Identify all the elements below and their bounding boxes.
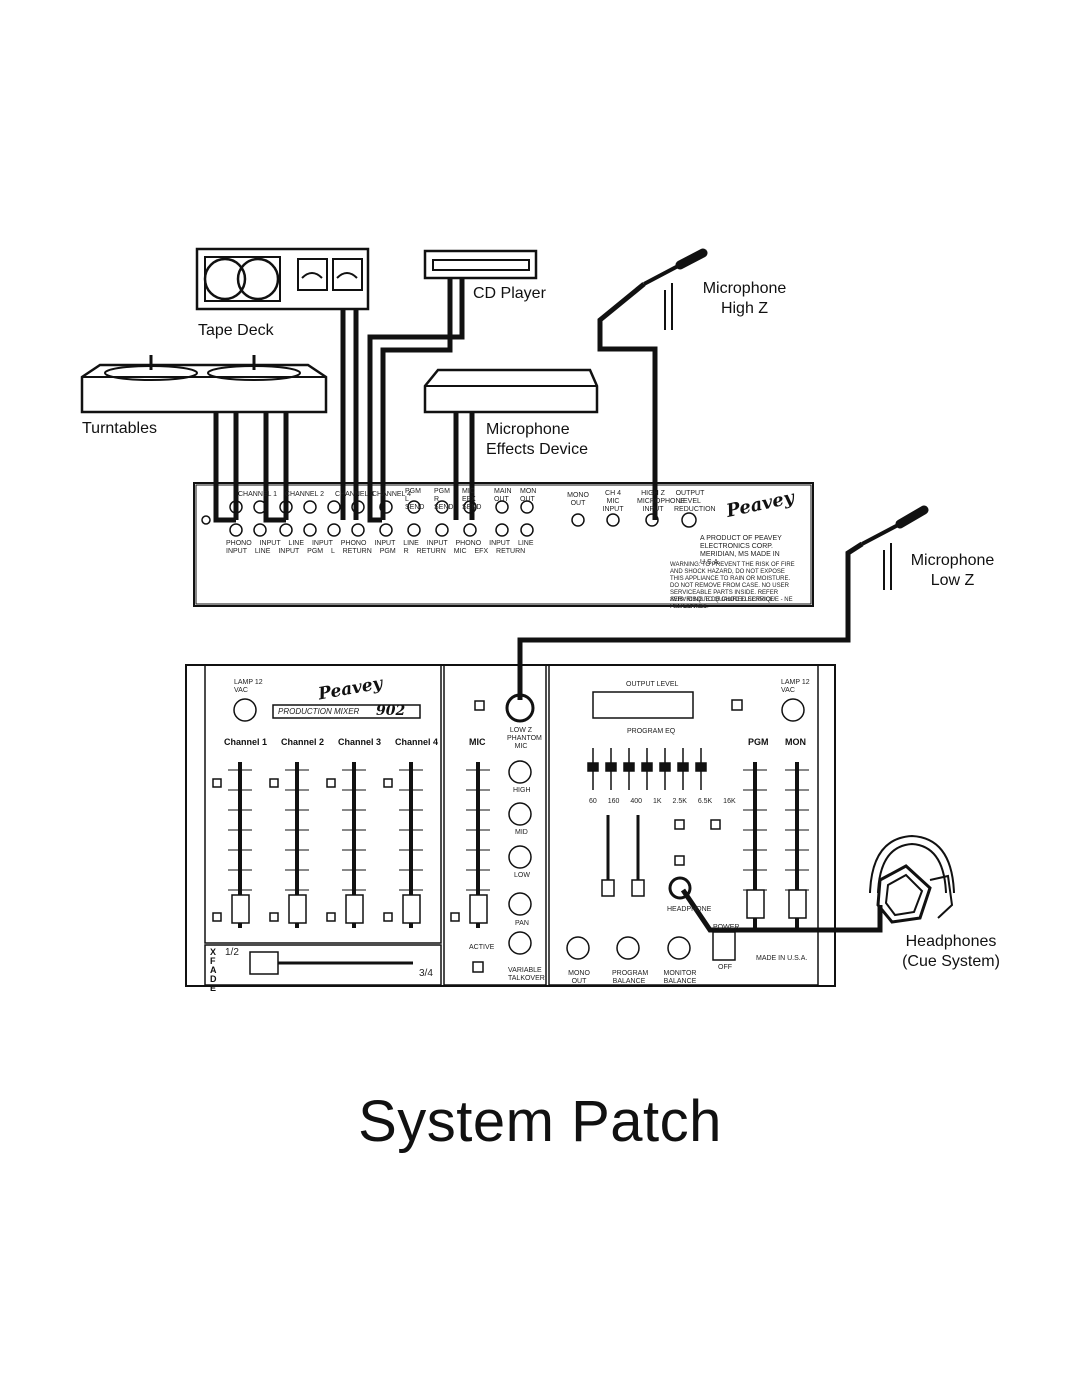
- rear-pgm-r-send: PGM R SEND: [434, 488, 454, 511]
- mic-label: MIC: [469, 737, 486, 747]
- microphone-low-z: [861, 505, 929, 590]
- model-name: PRODUCTION MIXER: [278, 707, 360, 716]
- rear-channel-1: CHANNEL 1: [238, 491, 278, 498]
- rear-panel: [193, 482, 814, 607]
- low-z-label: LOW Z PHANTOM MIC: [507, 727, 542, 750]
- rear-warning: WARNING: TO PREVENT THE RISK OF FIRE AND…: [670, 562, 795, 610]
- rear-product-note: A PRODUCT OF PEAVEY ELECTRONICS CORP. ME…: [700, 535, 782, 566]
- rear-channel-3: CHANNEL 3: [335, 491, 375, 498]
- mixer-front: [185, 664, 836, 987]
- pgm-label: PGM: [748, 737, 769, 747]
- channel-4-label: Channel 4: [395, 737, 439, 747]
- eq-bands: 60 160 400 1K 2.5K 6.5K 16K: [589, 798, 736, 805]
- rear-mono-out: MONO OUT: [567, 492, 589, 507]
- headphones-label: Headphones: [905, 933, 997, 950]
- mic-knob-pan: PAN: [515, 920, 529, 927]
- cd-player-label: CD Player: [473, 285, 546, 302]
- mic-knob-high: HIGH: [513, 787, 531, 794]
- microphone-high-z: [643, 248, 708, 330]
- rear-pgm-l-send: PGM L SEND: [405, 488, 425, 511]
- variable-talkover-label: VARIABLE TALKOVER: [508, 967, 545, 982]
- power-label: POWER: [713, 924, 740, 931]
- monitor-balance-label: MONITOR BALANCE: [663, 970, 697, 985]
- page-title: System Patch: [358, 1089, 722, 1154]
- off-label: OFF: [718, 964, 732, 971]
- program-eq-label: PROGRAM EQ: [627, 728, 676, 735]
- model-number: 902: [376, 703, 406, 719]
- channel-3-label: Channel 3: [338, 737, 382, 747]
- made-in-label: MADE IN U.S.A.: [756, 955, 808, 962]
- lamp-label-right: LAMP 12 VAC: [781, 679, 810, 694]
- channel-2-label: Channel 2: [281, 737, 325, 747]
- headphone-label: HEADPHONE: [667, 906, 712, 913]
- rear-avis: AVIS: RISQUE DE CHOC ELECTRIQUE - NE PAS…: [670, 597, 793, 610]
- patch-cables: [213, 278, 883, 933]
- effects-mic-label: Microphone: [486, 421, 570, 438]
- rear-main-out: MAIN OUT: [494, 488, 512, 503]
- rear-mon-out: MON OUT: [520, 488, 537, 503]
- channel-1-label: Channel 1: [224, 737, 268, 747]
- mic-low-z-sub-label: Low Z: [930, 572, 975, 589]
- tape-deck: [195, 247, 370, 311]
- headphones: [869, 834, 955, 924]
- rear-channel-2: CHANNEL 2: [285, 491, 325, 498]
- active-label: ACTIVE: [469, 944, 495, 951]
- turntables-label: Turntables: [82, 420, 157, 437]
- rear-channel-4: CHANNEL 4: [372, 491, 412, 498]
- rear-high-z-input: HIGH Z MICROPHONE INPUT: [637, 490, 686, 513]
- program-balance-label: PROGRAM BALANCE: [612, 970, 649, 985]
- xfade-left: 1/2: [225, 947, 239, 958]
- xfade-label: X F A D E: [210, 947, 217, 993]
- cd-player: [423, 249, 538, 280]
- effects-device-label: Effects Device: [486, 441, 588, 458]
- mic-knob-mid: MID: [515, 829, 528, 836]
- rear-mic-efx-send: MIC EFX SEND: [462, 488, 482, 511]
- turntables: [80, 355, 328, 414]
- output-level-label: OUTPUT LEVEL: [626, 681, 679, 688]
- mic-low-z-label: Microphone: [910, 552, 995, 569]
- tape-deck-label: Tape Deck: [198, 322, 274, 339]
- headphones-sub-label: (Cue System): [902, 953, 1000, 970]
- effects-device: [423, 368, 599, 414]
- rear-output-level-reduction: OUTPUT LEVEL REDUCTION: [674, 490, 716, 513]
- mic-high-z-label: Microphone: [702, 280, 787, 297]
- xfade-right: 3/4: [419, 968, 433, 979]
- mono-out-knob-label: MONO OUT: [568, 970, 590, 985]
- mic-knob-low: LOW: [514, 872, 530, 879]
- rear-ch4-mic-input: CH 4 MIC INPUT: [602, 490, 624, 513]
- mic-high-z-sub-label: High Z: [720, 300, 769, 317]
- lamp-label-left: LAMP 12 VAC: [234, 679, 263, 694]
- rear-jack-group-labels: PHONO INPUT LINE INPUT PHONO INPUT LINE …: [226, 540, 534, 555]
- mon-label: MON: [785, 737, 806, 747]
